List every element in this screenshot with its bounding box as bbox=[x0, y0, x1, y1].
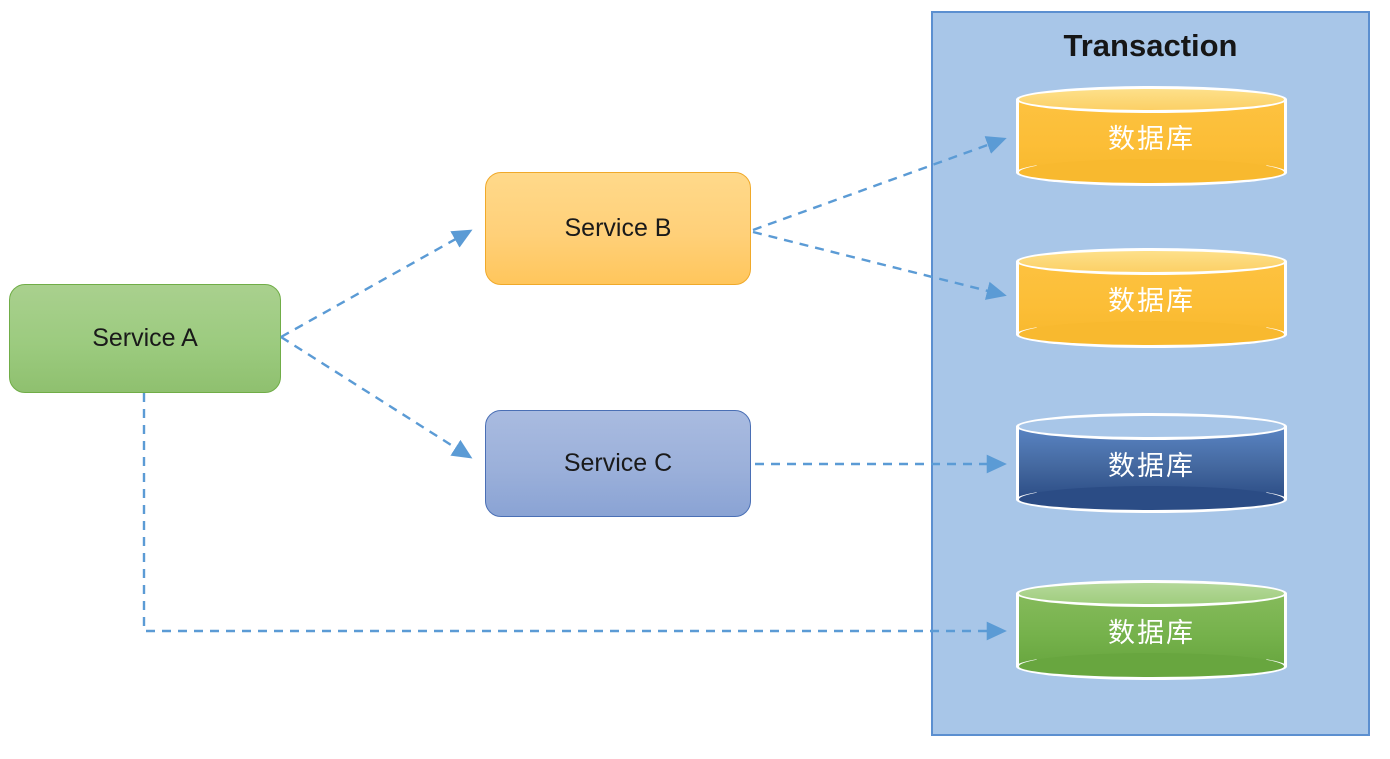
cylinder-top-ellipse bbox=[1016, 248, 1287, 275]
service-a-label: Service A bbox=[92, 324, 198, 352]
service-c-label: Service C bbox=[563, 449, 673, 477]
database-node-3[interactable]: 数据库 bbox=[1016, 413, 1287, 513]
database-node-4[interactable]: 数据库 bbox=[1016, 580, 1287, 680]
cylinder-bottom-ellipse bbox=[1016, 159, 1287, 186]
database-label-4: 数据库 bbox=[1108, 617, 1195, 648]
service-b-label: Service B bbox=[564, 214, 672, 242]
cylinder-top-ellipse bbox=[1016, 86, 1287, 113]
service-c-node[interactable]: Service C bbox=[485, 410, 751, 517]
database-label-2: 数据库 bbox=[1108, 285, 1195, 316]
connector-a-to-c bbox=[280, 335, 473, 459]
database-node-2[interactable]: 数据库 bbox=[1016, 248, 1287, 348]
cylinder-top-ellipse bbox=[1016, 413, 1287, 440]
database-label-3: 数据库 bbox=[1108, 450, 1195, 481]
cylinder-bottom-ellipse bbox=[1016, 653, 1287, 680]
database-label-1: 数据库 bbox=[1108, 123, 1195, 154]
service-a-node[interactable]: Service A bbox=[9, 284, 281, 393]
cylinder-bottom-ellipse bbox=[1016, 321, 1287, 348]
database-node-1[interactable]: 数据库 bbox=[1016, 86, 1287, 186]
connector-a-to-b bbox=[280, 229, 473, 339]
transaction-title: Transaction bbox=[1063, 28, 1238, 63]
cylinder-bottom-ellipse bbox=[1016, 486, 1287, 513]
service-b-node[interactable]: Service B bbox=[485, 172, 751, 285]
cylinder-top-ellipse bbox=[1016, 580, 1287, 607]
